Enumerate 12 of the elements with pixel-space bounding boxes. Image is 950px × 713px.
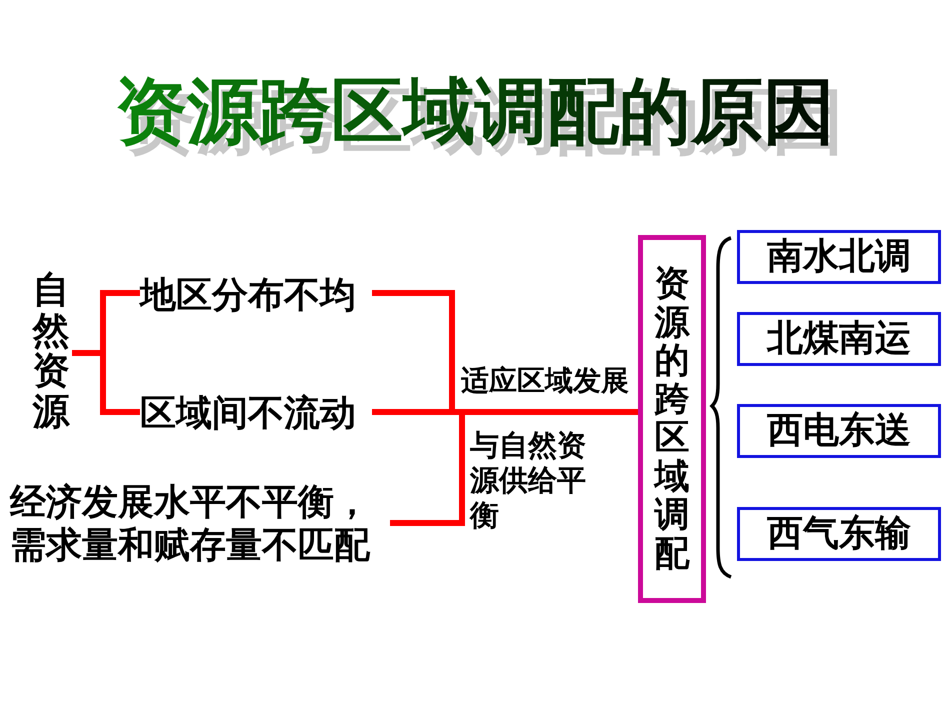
item-box: 北煤南运 [737, 312, 941, 366]
annotation-text: 与自然资源供给平衡 [470, 428, 587, 532]
text-label: 地区分布不均 [140, 274, 372, 318]
item-box: 西电东送 [737, 404, 941, 458]
frame-box [638, 235, 706, 603]
text-label: 经济发展水平不平衡，需求量和赋存量不匹配 [10, 481, 390, 568]
text-label: 区域间不流动 [140, 392, 372, 436]
item-box: 南水北调 [737, 230, 941, 284]
vertical-text: 自然资源 [30, 270, 72, 433]
annotation-text: 适应区域发展 [461, 364, 630, 398]
item-box: 西气东输 [737, 507, 941, 561]
vertical-text: 资源的跨区域调配 [654, 265, 690, 573]
